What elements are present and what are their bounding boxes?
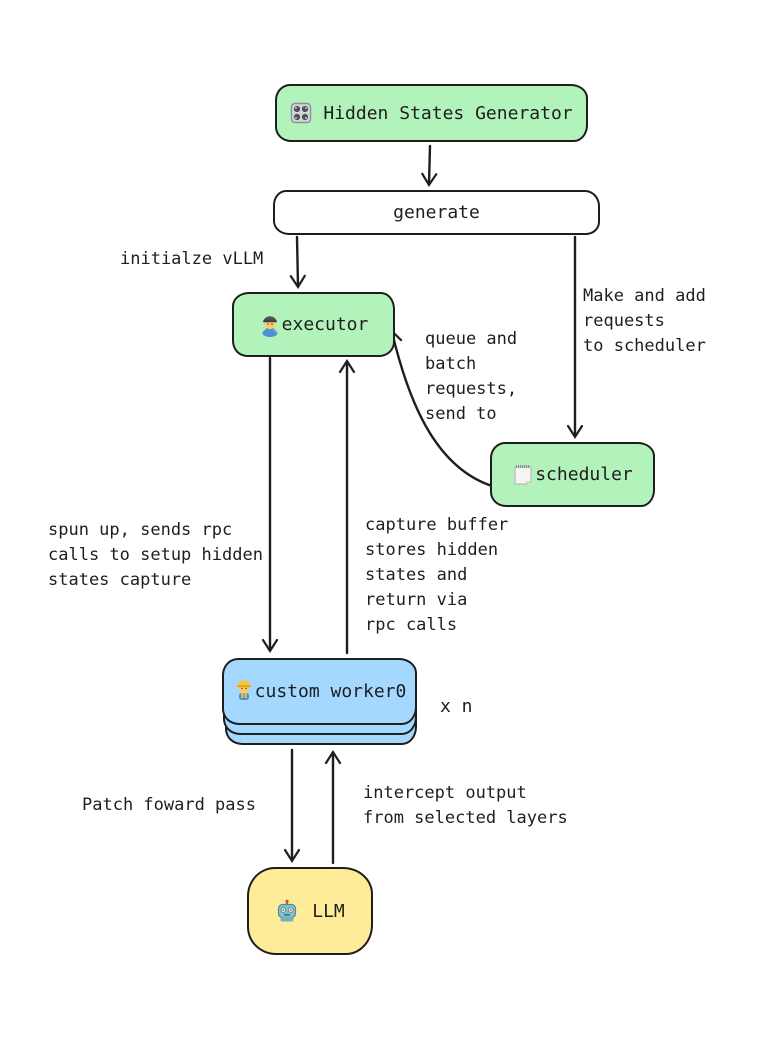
node-label: executor xyxy=(281,314,369,335)
arrow-hsg-to-generate xyxy=(421,144,438,188)
notepad-icon xyxy=(512,463,534,486)
node-custom-worker-stack: custom worker0 xyxy=(222,658,417,750)
node-generate: generate xyxy=(273,190,600,235)
mechanic-icon xyxy=(259,313,281,337)
node-scheduler: scheduler xyxy=(490,442,655,507)
node-label: scheduler xyxy=(535,464,633,485)
node-custom-worker: custom worker0 xyxy=(222,658,417,725)
label-intercept-output: intercept output from selected layers xyxy=(363,783,568,828)
node-label: Hidden States Generator xyxy=(323,102,573,124)
construction-worker-icon xyxy=(233,677,255,706)
label-initialize-vllm: initialze vLLM xyxy=(120,249,264,269)
label-make-and-add-requests: Make and add requests to scheduler xyxy=(583,286,706,356)
label-capture-buffer: capture buffer stores hidden states and … xyxy=(365,515,509,635)
label-patch-forward-pass: Patch foward pass xyxy=(82,795,256,815)
label-spun-up-rpc: spun up, sends rpc calls to setup hidden… xyxy=(48,520,263,590)
label-queue-and-batch: queue and batch requests, send to xyxy=(425,329,518,424)
node-label: LLM xyxy=(312,900,345,922)
node-llm: LLM xyxy=(247,867,373,955)
control-knobs-icon xyxy=(290,102,312,124)
label-worker-multiplier: x n xyxy=(440,696,473,717)
node-label: custom worker0 xyxy=(254,681,407,702)
node-label: generate xyxy=(393,202,480,223)
robot-icon xyxy=(275,899,299,923)
node-hidden-states-generator: Hidden States Generator xyxy=(275,84,588,142)
arrow-generate-to-executor xyxy=(289,235,306,290)
node-executor: executor xyxy=(232,292,395,357)
